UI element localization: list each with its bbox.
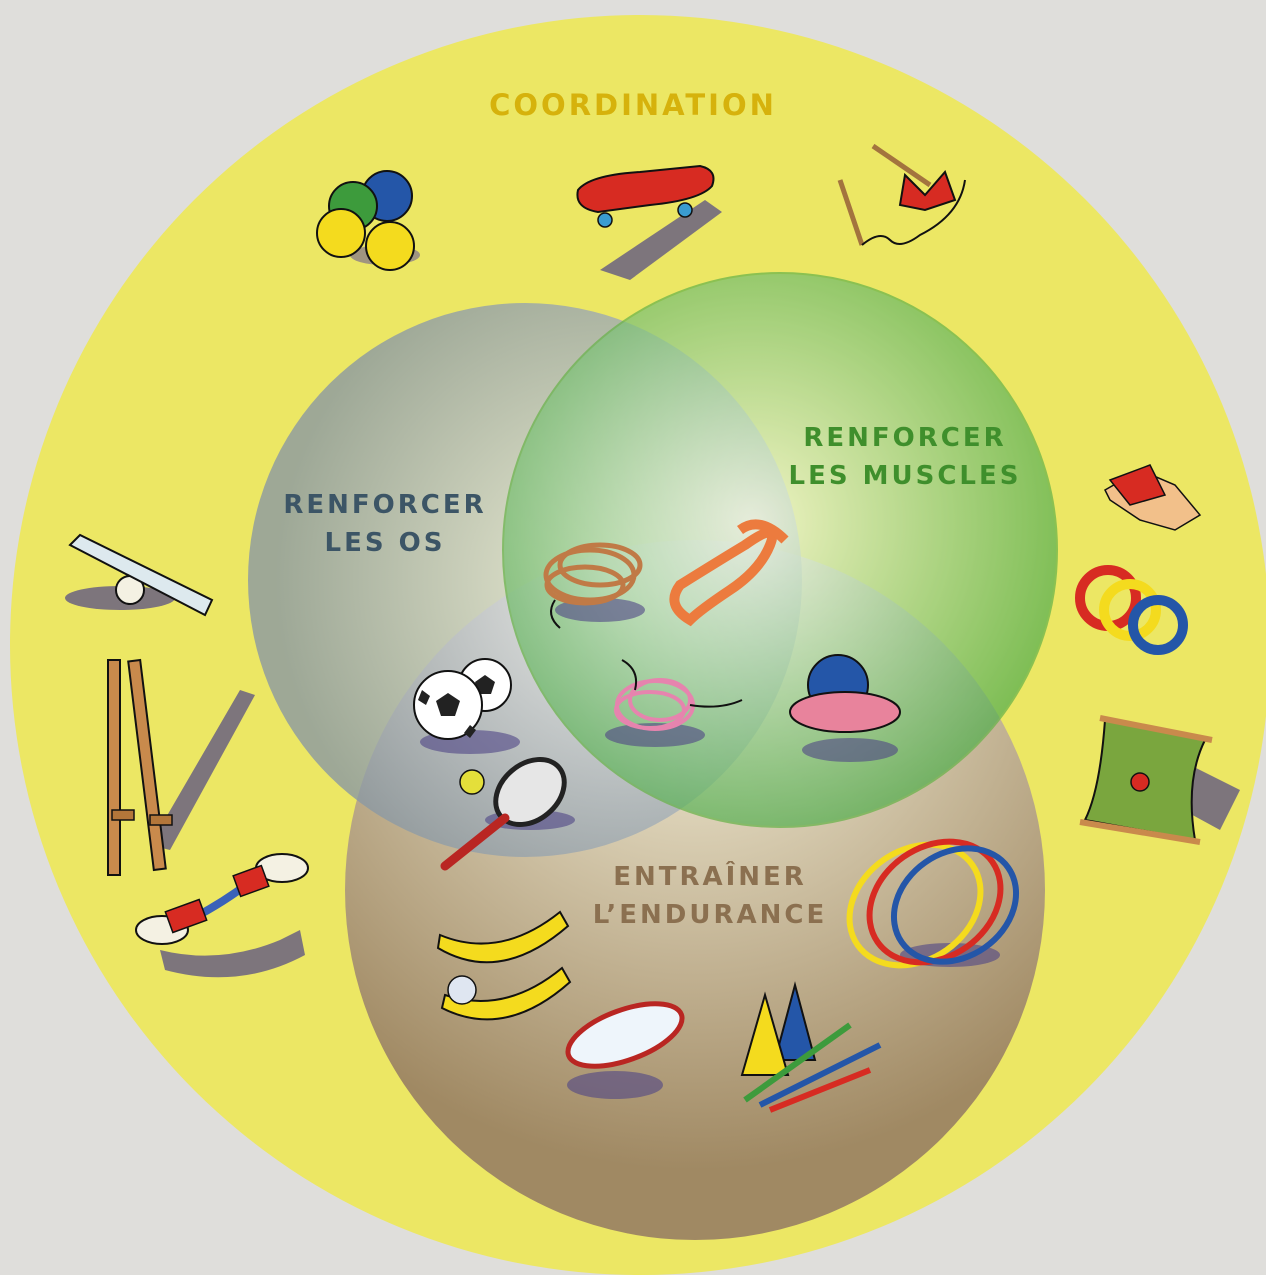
jump-rope-icon — [605, 659, 743, 747]
muscles-circle — [502, 272, 1058, 828]
muscles-label: RENFORCER LES MUSCLES — [755, 419, 1055, 495]
elastic-band-icon — [669, 519, 789, 627]
juggling-balls-icon — [316, 170, 420, 271]
coordination-label: COORDINATION — [489, 88, 777, 122]
rings-icon — [1075, 565, 1188, 655]
muscles-label-line-2: LES MUSCLES — [788, 461, 1022, 491]
endurance-label-line-1: ENTRAÎNER — [613, 862, 807, 892]
hula-hoops-icon — [846, 838, 1020, 969]
rope-coil-icon — [543, 542, 645, 629]
pedalo-icon — [135, 853, 309, 978]
bounce-ball-icon — [789, 654, 901, 762]
endurance-label-line-2: L’ENDURANCE — [592, 900, 828, 930]
bones-label: RENFORCER LES OS — [235, 486, 535, 562]
footballs-icon — [413, 658, 520, 754]
endurance-label: ENTRAÎNER L’ENDURANCE — [560, 858, 860, 934]
cones-sticks-icon — [740, 981, 882, 1113]
juggling-scarves-icon — [1104, 464, 1202, 531]
bananas-icon — [436, 910, 572, 1021]
muscles-label-line-1: RENFORCER — [803, 423, 1007, 453]
frisbee-icon — [565, 1001, 685, 1099]
balance-board-icon — [65, 533, 214, 617]
balance-mat-icon — [1079, 715, 1240, 845]
bones-label-line-1: RENFORCER — [283, 490, 487, 520]
diabolo-icon — [837, 143, 966, 246]
bones-label-line-2: LES OS — [324, 528, 446, 558]
skateboard-icon — [576, 164, 722, 280]
tennis-racket-icon — [440, 756, 575, 871]
stilts-icon — [107, 658, 255, 876]
